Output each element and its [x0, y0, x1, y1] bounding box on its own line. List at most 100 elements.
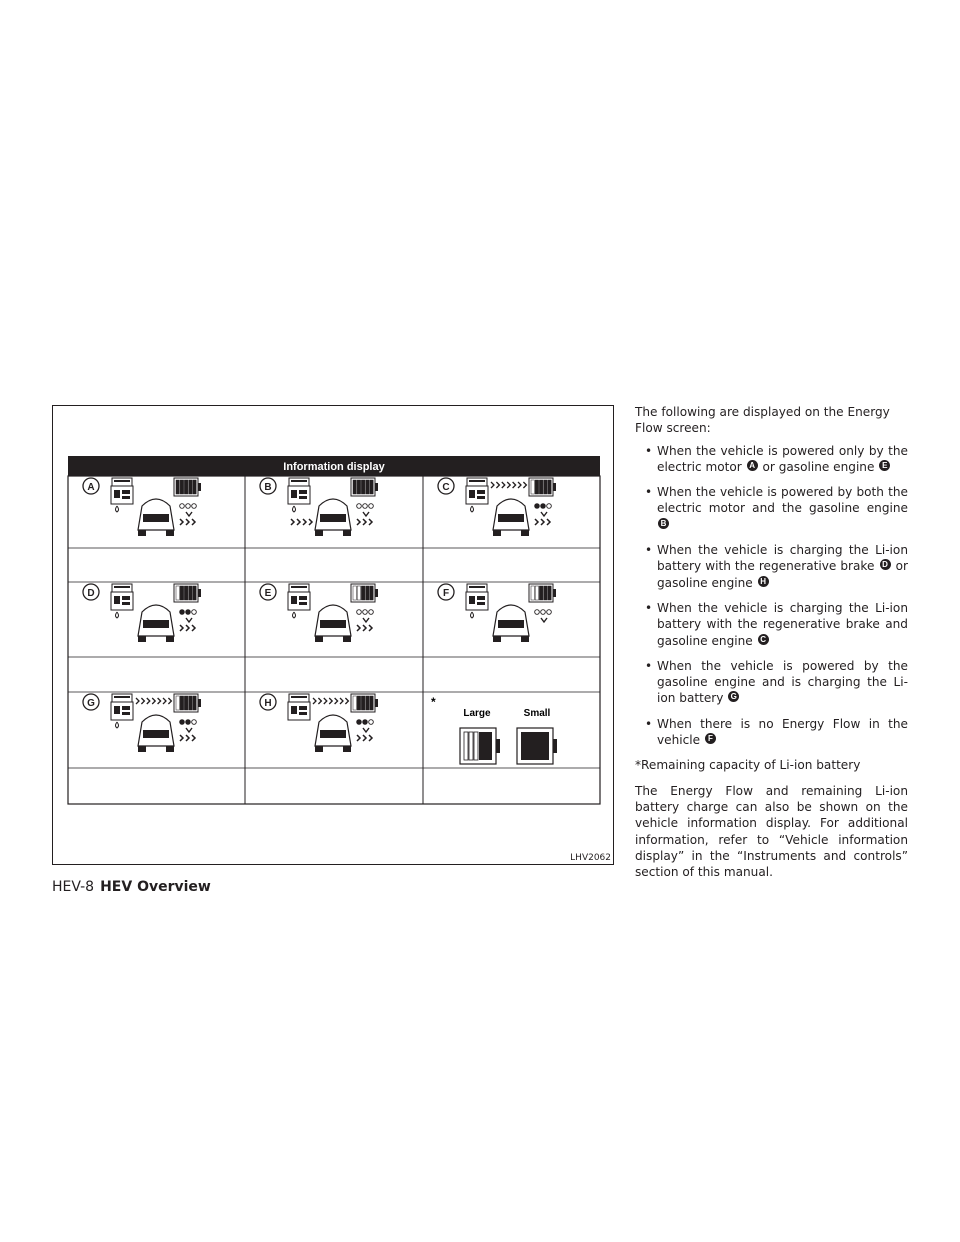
- engine-flow-arrows: [312, 697, 350, 705]
- panel-reference-badge: A: [746, 459, 758, 471]
- battery-icon: [528, 477, 556, 497]
- engine-flow-arrows: [490, 481, 528, 489]
- panel-reference-badge: B: [658, 517, 669, 529]
- battery-small-icon: [516, 727, 557, 765]
- battery-large-icon: [459, 727, 500, 765]
- car-icon: [314, 604, 352, 642]
- battery-icon: [528, 583, 556, 603]
- bullet-mark: •: [645, 658, 653, 673]
- energy-flow-panel: B: [259, 477, 378, 536]
- energy-flow-panel: A: [82, 477, 201, 536]
- item-text: When there is no Energy Flow in the vehi…: [657, 716, 908, 748]
- wheel-flow-arrows: [356, 624, 374, 632]
- flow-indicator-dots: [356, 719, 374, 734]
- fuel-drop-icon: [115, 505, 119, 513]
- panel-label: G: [87, 698, 95, 709]
- energy-flow-figure: Information display A B C D E F G H * Large Sma…: [52, 405, 614, 865]
- car-icon: [492, 498, 530, 536]
- panel-label: C: [442, 482, 449, 493]
- car-icon: [137, 604, 175, 642]
- engine-icon: [287, 583, 311, 611]
- text-column: The following are displayed on the Energ…: [635, 404, 908, 889]
- battery-icon: [350, 583, 378, 603]
- item-text: When the vehicle is charging the Li-ion …: [657, 600, 908, 648]
- panel-reference-badge: E: [879, 459, 891, 471]
- car-icon: [314, 714, 352, 752]
- fuel-drop-icon: [292, 505, 296, 513]
- wheel-flow-arrows: [179, 624, 197, 632]
- energy-flow-item: •When the vehicle is powered by both the…: [635, 484, 908, 533]
- page-number: HEV-8: [52, 879, 95, 895]
- item-text: When the vehicle is powered only by the …: [657, 443, 908, 474]
- flow-indicator-dots: [534, 609, 552, 624]
- fuel-drop-icon: [115, 721, 119, 729]
- panel-label: E: [265, 588, 272, 599]
- fuel-drop-icon: [115, 611, 119, 619]
- panel-reference-badge: F: [704, 733, 716, 745]
- energy-flow-panel: F: [437, 583, 556, 642]
- panel-label-badge: [82, 693, 100, 711]
- energy-flow-item: • When the vehicle is charging the Li-ion…: [635, 542, 908, 591]
- figure-code: LHV2062: [570, 853, 611, 863]
- panel-label: D: [87, 588, 94, 599]
- engine-icon: [287, 693, 311, 721]
- energy-flow-item: • When the vehicle is charging the Li-ion…: [635, 600, 908, 649]
- item-text: When the vehicle is powered by both the …: [657, 485, 908, 516]
- energy-flow-panel: G: [82, 693, 201, 752]
- battery-icon: [350, 693, 378, 713]
- section-title: HEV Overview: [100, 879, 211, 895]
- wheel-flow-arrows: [356, 734, 374, 742]
- engine-icon: [110, 693, 134, 721]
- engine-icon: [465, 583, 489, 611]
- item-text: When the vehicle is charging the Li-ion …: [657, 543, 908, 574]
- flow-indicator-dots: [534, 503, 552, 518]
- panel-reference-badge: D: [879, 559, 891, 571]
- figure-title: Information display: [283, 461, 385, 473]
- panel-label-badge: [437, 477, 455, 495]
- car-icon: [137, 498, 175, 536]
- energy-flow-item: • When there is no Energy Flow in the veh…: [635, 716, 908, 749]
- energy-flow-item: • When the vehicle is powered by the gaso…: [635, 658, 908, 707]
- bullet-mark: •: [645, 443, 653, 458]
- flow-indicator-dots: [179, 719, 197, 734]
- flow-indicator-dots: [179, 503, 197, 518]
- energy-flow-panel: C: [437, 477, 556, 536]
- bullet-mark: •: [645, 600, 653, 615]
- item-text-continued: or gasoline engine: [657, 559, 908, 590]
- panel-reference-badge: G: [728, 691, 740, 703]
- item-text: When the vehicle is powered by the gasol…: [657, 658, 908, 706]
- fuel-drop-icon: [470, 611, 474, 619]
- engine-flow-arrows: [135, 697, 173, 705]
- flow-indicator-dots: [356, 609, 374, 624]
- car-icon: [314, 498, 352, 536]
- battery-capacity-legend: * Large Small: [431, 695, 557, 765]
- engine-icon: [110, 477, 134, 505]
- legend-large-label: Large: [463, 708, 491, 719]
- panel-label: B: [264, 482, 271, 493]
- panel-label: A: [87, 482, 94, 493]
- engine-icon: [110, 583, 134, 611]
- battery-icon: [173, 477, 201, 497]
- page-footer: HEV-8 HEV Overview: [52, 879, 211, 895]
- capacity-note: *Remaining capacity of Li-ion battery: [635, 758, 861, 773]
- car-icon: [137, 714, 175, 752]
- fuel-drop-icon: [292, 611, 296, 619]
- wheel-flow-arrows: [534, 518, 552, 526]
- engine-icon: [465, 477, 489, 505]
- energy-flow-panel: H: [259, 693, 378, 752]
- panel-reference-badge: C: [757, 633, 769, 645]
- panel-label-badge: [437, 583, 455, 601]
- flow-indicator-dots: [179, 609, 197, 624]
- battery-icon: [173, 693, 201, 713]
- panel-label: F: [443, 588, 449, 599]
- bullet-mark: •: [645, 543, 653, 558]
- energy-flow-panel: D: [82, 583, 201, 642]
- energy-flow-diagram: Information display A B C D E F G H * Large Sma…: [67, 456, 601, 805]
- asterisk-mark: *: [431, 695, 436, 709]
- panel-reference-badge: H: [757, 575, 769, 587]
- engine-icon: [287, 477, 311, 505]
- panel-label-badge: [82, 583, 100, 601]
- wheel-flow-arrows: [290, 518, 374, 526]
- bullet-mark: •: [645, 716, 653, 731]
- battery-icon: [350, 477, 378, 497]
